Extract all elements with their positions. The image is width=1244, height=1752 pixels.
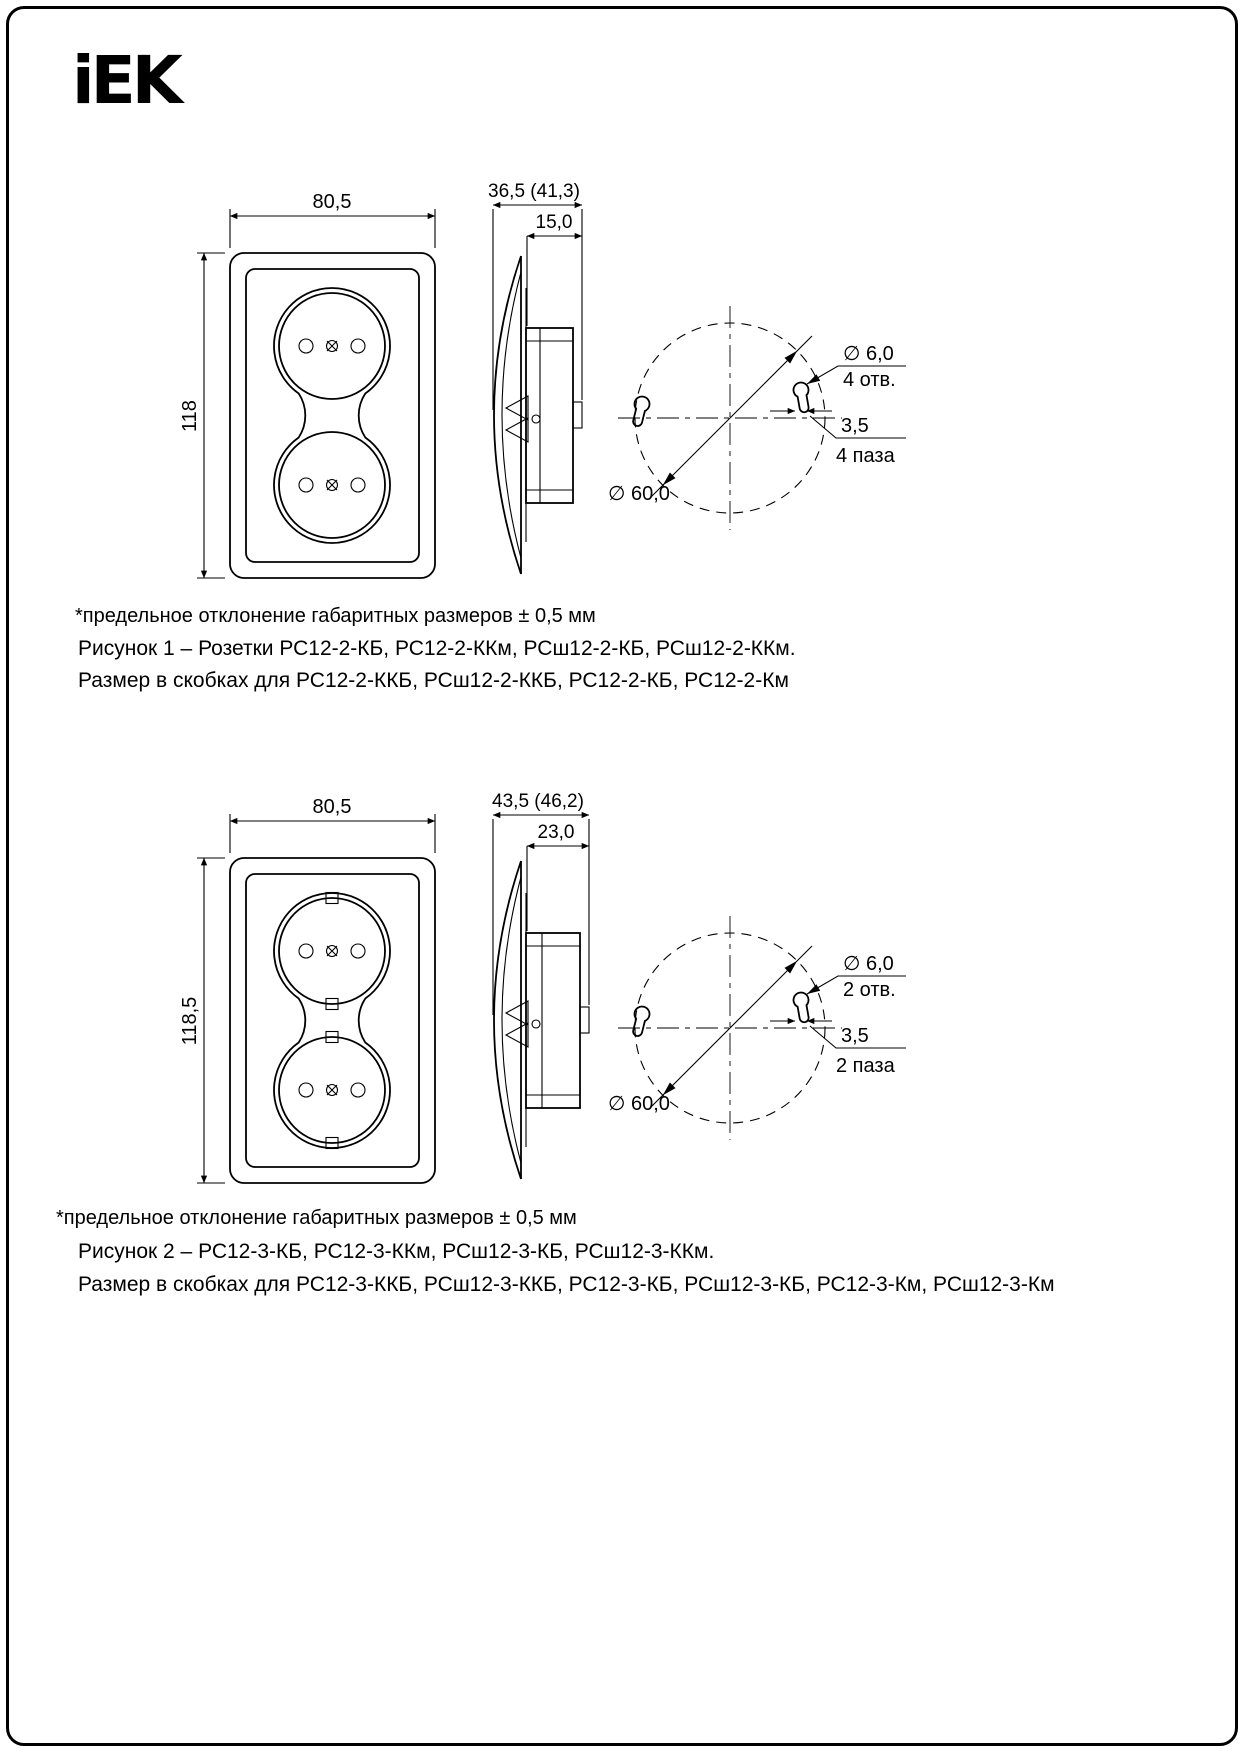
front-width-label: 80,5 (313, 191, 352, 213)
front-width-label: 80,5 (313, 796, 352, 818)
figure2-caption-line2: Размер в скобках для РС12-3-ККБ, РСш12-3… (78, 1273, 1055, 1296)
pin-hole (298, 477, 314, 493)
keyhole-slot-right (792, 991, 810, 1024)
mounting-claw (504, 395, 529, 421)
center-screw (325, 944, 339, 958)
mount-slot-width-label: 3,5 (841, 1025, 869, 1047)
claw-screw (531, 1019, 541, 1029)
mount-diameter-label: ∅ 60,0 (608, 1093, 670, 1115)
mount-slot-count-label: 4 паза (836, 445, 896, 467)
mount-diameter-label: ∅ 60,0 (608, 483, 670, 505)
figure1-side-view (493, 255, 583, 575)
figure2-drawing: 80,5 118,5 43, (179, 791, 906, 1184)
mount-hole-diameter-label: ∅ 6,0 (843, 953, 894, 975)
figure2-side-depth-dimension: 43,5 (46,2) 23,0 (492, 791, 590, 1015)
terminal-tab (572, 401, 583, 429)
mount-hole-count-label: 4 отв. (843, 369, 896, 391)
figure1-caption-line1: Рисунок 1 – Розетки РС12-2-КБ, РС12-2-КК… (78, 637, 796, 660)
cover-inner-curve (501, 876, 522, 1164)
pin-hole (350, 477, 366, 493)
figure2-front-width-dimension: 80,5 (229, 796, 436, 853)
socket-recess-outline (273, 892, 391, 1149)
ground-clip (325, 1030, 339, 1044)
socket-top-circle (278, 897, 386, 1005)
keyhole-slot-right (792, 381, 810, 414)
ground-clip (325, 891, 339, 905)
faceplate-inner-frame (245, 268, 420, 563)
ground-clip (325, 1136, 339, 1150)
faceplate-outer-frame (229, 857, 436, 1184)
terminal-tab (579, 1006, 590, 1034)
center-screw (325, 478, 339, 492)
mounting-claw (504, 1022, 529, 1048)
pin-hole (298, 943, 314, 959)
faceplate-outer-frame (229, 252, 436, 579)
iek-logo: iEK (72, 42, 183, 119)
keyhole-slot-left (632, 1005, 651, 1037)
mount-slot-width-label: 3,5 (841, 415, 869, 437)
side-depth-label: 43,5 (46,2) (492, 791, 584, 812)
figure2-caption-line1: Рисунок 2 – РС12-3-КБ, РС12-3-ККм, РСш12… (78, 1240, 715, 1263)
slot-leader-line (809, 1025, 906, 1049)
figure2-mounting-diagram: ∅ 60,0 ∅ 6,0 2 отв. 3,5 2 паза (608, 916, 906, 1140)
figure2-front-view (229, 857, 436, 1184)
pin-hole (298, 1082, 314, 1098)
cover-inner-curve (501, 271, 522, 559)
pin-hole (350, 338, 366, 354)
socket-bottom-circle (278, 1036, 386, 1144)
mount-slot-count-label: 2 паза (836, 1055, 896, 1077)
slot-leader-line (809, 415, 906, 439)
figure1-front-width-dimension: 80,5 (229, 191, 436, 248)
pin-hole (350, 1082, 366, 1098)
figure1-front-view (229, 252, 436, 579)
mounting-claw (504, 417, 529, 443)
figure1-front-height-dimension: 118 (179, 252, 225, 579)
figure2-side-view (493, 860, 590, 1180)
figure1-drawing: 80,5 118 36,5 (179, 181, 906, 579)
socket-recess-outline (273, 287, 391, 544)
mechanism-body (525, 327, 574, 504)
side-depth-label: 36,5 (41,3) (488, 181, 580, 202)
figure1-mounting-diagram: ∅ 60,0 ∅ 6,0 4 отв. 3,5 4 паза (608, 306, 906, 530)
pin-hole (298, 338, 314, 354)
pin-hole (350, 943, 366, 959)
faceplate-inner-frame (245, 873, 420, 1168)
diameter-dimension-line (649, 945, 813, 1109)
front-height-label: 118,5 (179, 997, 201, 1046)
side-depth-inner-label: 23,0 (538, 822, 575, 843)
figure2-note: *предельное отклонение габаритных размер… (56, 1207, 577, 1229)
side-depth-inner-label: 15,0 (536, 212, 573, 233)
figure2-front-height-dimension: 118,5 (179, 857, 225, 1184)
figure1-caption-line2: Размер в скобках для РС12-2-ККБ, РСш12-2… (78, 669, 789, 692)
diameter-dimension-line (649, 335, 813, 499)
claw-screw (531, 414, 541, 424)
center-screw (325, 339, 339, 353)
cover-front-curve (493, 860, 522, 1180)
ground-clip (325, 997, 339, 1011)
cover-front-curve (493, 255, 522, 575)
mounting-claw (504, 1000, 529, 1026)
socket-top-circle (278, 292, 386, 400)
mount-hole-diameter-label: ∅ 6,0 (843, 343, 894, 365)
keyhole-slot-left (632, 395, 651, 427)
front-height-label: 118 (179, 400, 201, 432)
figure1-side-depth-dimension: 36,5 (41,3) 15,0 (488, 181, 583, 410)
figure1-note: *предельное отклонение габаритных размер… (75, 605, 596, 627)
mount-hole-count-label: 2 отв. (843, 979, 896, 1001)
socket-bottom-circle (278, 431, 386, 539)
center-screw (325, 1083, 339, 1097)
